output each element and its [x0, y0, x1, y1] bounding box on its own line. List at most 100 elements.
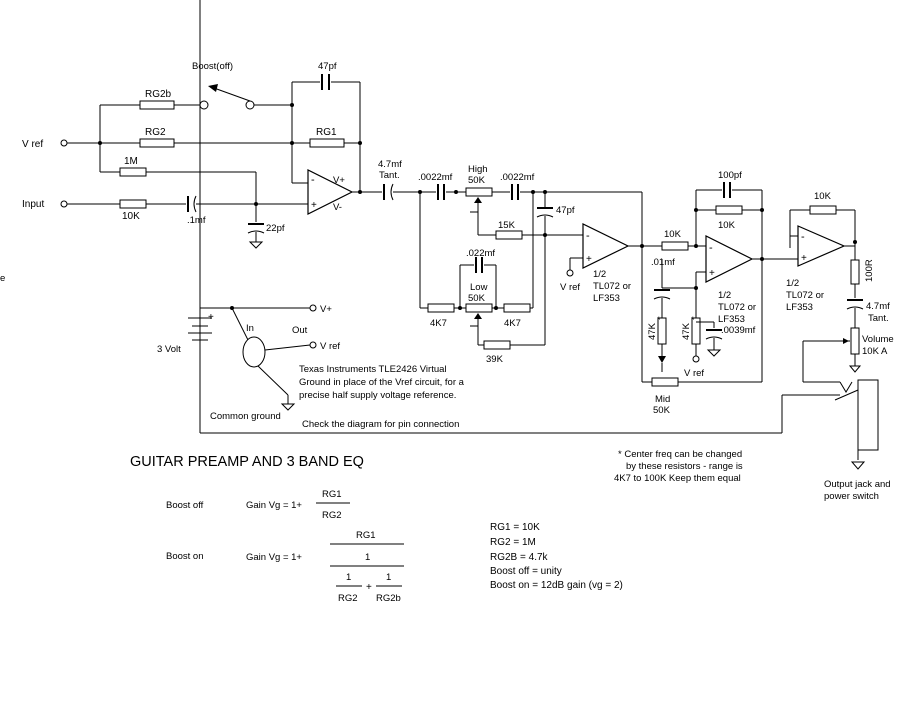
mid-opamp — [705, 235, 754, 283]
u2-plus: + — [586, 254, 592, 265]
u2-part2: LF353 — [593, 293, 620, 304]
boost-off-lhs: Gain Vg = 1+ — [246, 500, 302, 511]
r-4k7-a-label: 4K7 — [430, 318, 447, 329]
r-100r-resistor — [850, 259, 860, 285]
center-note-line3: 4K7 to 100K Keep them equal — [614, 473, 741, 484]
u4-plus: + — [801, 253, 807, 264]
value-line3: RG2B = 4.7k — [490, 552, 549, 563]
value-line4: Boost off = unity — [490, 566, 562, 577]
tant-1-label: Tant. — [379, 170, 400, 181]
high-pot[interactable] — [465, 187, 493, 197]
u1-vplus: V+ — [333, 175, 345, 186]
value-line2: RG2 = 1M — [490, 537, 536, 548]
r-39k-label: 39K — [486, 354, 504, 365]
boost-on-one: 1 — [365, 552, 370, 563]
low-pot-value: 50K — [468, 293, 486, 304]
boost-switch-lever — [213, 87, 251, 102]
ps-vplus-label: V+ — [320, 304, 332, 315]
c-47mf-tant-1-label: 4.7mf — [378, 159, 402, 170]
pin-note: Check the diagram for pin connection — [302, 419, 459, 430]
u3-plus: + — [709, 268, 715, 279]
c-01mf-mid-label: .01mf — [651, 257, 675, 268]
rg2b-label: RG2b — [145, 89, 172, 100]
boost-off-label: Boost off — [166, 500, 204, 511]
rg1-label: RG1 — [316, 127, 337, 138]
c-100pf-label: 100pf — [718, 170, 742, 181]
high-pot-label: High — [468, 164, 488, 175]
c-022mf-label: .022mf — [466, 248, 495, 259]
boost-on-lhs: Gain Vg = 1+ — [246, 552, 302, 563]
u2-part: TL072 or — [593, 281, 631, 292]
r-47k-b-label: 47K — [681, 322, 692, 340]
output-jack-label: Output jack and — [824, 479, 891, 490]
u4-part2: LF353 — [786, 302, 813, 313]
mid-pot[interactable] — [651, 377, 679, 387]
low-pot-label: Low — [470, 282, 488, 293]
u3-minus: - — [709, 242, 713, 254]
volume-pot[interactable] — [850, 327, 860, 355]
vref-mid-label: V ref — [684, 368, 704, 379]
u3-part: TL072 or — [718, 302, 756, 313]
c-47pf-hi-label: 47pf — [556, 205, 575, 216]
volume-label: Volume — [862, 334, 894, 345]
boost-switch-contact-a — [199, 100, 209, 110]
output-opamp — [797, 225, 846, 267]
center-note-line1: * Center freq can be changed — [618, 449, 742, 460]
rg2-resistor — [139, 138, 175, 148]
c-0039mf-label: .0039mf — [721, 325, 756, 336]
vref-mid-terminal — [692, 355, 700, 363]
high-pot-value: 50K — [468, 175, 486, 186]
u1-minus: - — [311, 174, 315, 186]
tle-note-line2: Ground in place of the Vref circuit, for… — [299, 377, 465, 388]
r-4k7-b-label: 4K7 — [504, 318, 521, 329]
c-22pf-label: 22pf — [266, 223, 285, 234]
vref-u2-label: V ref — [560, 282, 580, 293]
value-line1: RG1 = 10K — [490, 522, 540, 533]
ps-vref-terminal — [309, 341, 317, 349]
c-0022-b-label: .0022mf — [500, 172, 535, 183]
battery-label: 3 Volt — [157, 344, 181, 355]
u4-part: TL072 or — [786, 290, 824, 301]
battery-plus: + — [208, 312, 214, 323]
c-47mf-tant-2-label: 4.7mf — [866, 301, 890, 312]
vref-terminal — [60, 139, 68, 147]
ground-symbol — [248, 241, 264, 249]
tant-2-label: Tant. — [868, 313, 889, 324]
input-opamp — [307, 169, 354, 215]
reg-in-label: In — [246, 323, 254, 334]
u1-plus: + — [311, 200, 317, 211]
r-10k-mid-label: 10K — [664, 229, 682, 240]
mid-pot-label: Mid — [655, 394, 670, 405]
boost-off-num: RG1 — [322, 489, 342, 500]
input-label: Input — [22, 199, 44, 210]
regulator-tle2426 — [242, 336, 266, 368]
boost-on-plus: + — [366, 582, 372, 593]
r-10k-input-resistor — [119, 199, 147, 209]
star-b: * — [691, 315, 695, 326]
u1-vminus: V- — [333, 202, 342, 213]
common-ground-label: Common ground — [210, 411, 281, 422]
r-10k-fb-label: 10K — [718, 220, 736, 231]
u3-half: 1/2 — [718, 290, 731, 301]
value-line5: Boost on = 12dB gain (vg = 2) — [490, 580, 623, 591]
r-100r-label: 100R — [864, 259, 875, 282]
ps-vref-label: V ref — [320, 341, 340, 352]
boost-off-den: RG2 — [322, 510, 342, 521]
c-47pf-fb-label: 47pf — [318, 61, 337, 72]
page-title: GUITAR PREAMP AND 3 BAND EQ — [130, 454, 364, 470]
r-1m-label: 1M — [124, 156, 138, 167]
edge-mark: e — [0, 273, 5, 284]
volume-value: 10K A — [862, 346, 888, 357]
u3-part2: LF353 — [718, 314, 745, 325]
c-0022-a-label: .0022mf — [418, 172, 453, 183]
tone-opamp — [582, 223, 630, 269]
vref-label: V ref — [22, 139, 43, 150]
r-1m-resistor — [119, 167, 147, 177]
r-10k-out-label: 10K — [814, 191, 832, 202]
r-15k-label: 15K — [498, 220, 516, 231]
output-jack[interactable] — [857, 379, 879, 451]
u2-minus: - — [586, 230, 590, 242]
star-a: * — [657, 315, 661, 326]
low-pot[interactable] — [465, 303, 493, 313]
r-4k7-a-resistor — [427, 303, 455, 313]
